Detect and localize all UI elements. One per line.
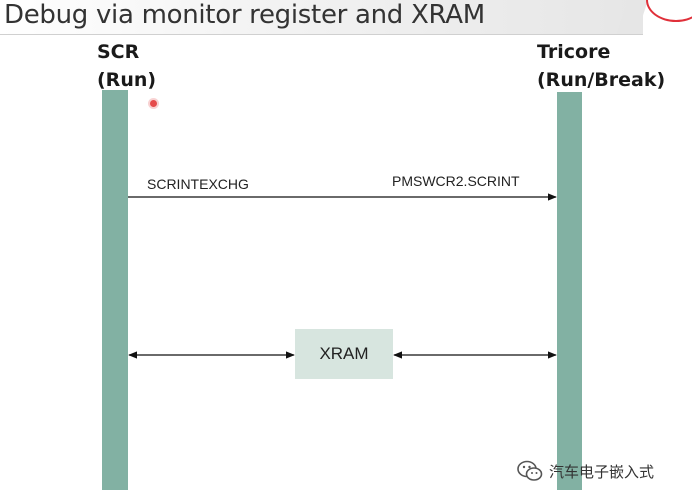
message-left-label: SCRINTEXCHG: [147, 176, 249, 192]
message-right-label: PMSWCR2.SCRINT: [392, 173, 520, 189]
scr-lifeline: [102, 90, 128, 490]
title-band: [0, 0, 643, 35]
pointer-dot: [150, 100, 157, 107]
wechat-icon: [517, 460, 543, 481]
tricore-lifeline: [557, 92, 582, 490]
actor-tricore-name: Tricore: [537, 41, 611, 63]
xram-block: XRAM: [295, 329, 393, 379]
actor-tricore-state: (Run/Break): [537, 69, 666, 91]
actor-scr-label: SCR (Run): [97, 38, 156, 94]
actor-tricore-label: Tricore (Run/Break): [537, 38, 665, 94]
slide-title: Debug via monitor register and XRAM: [4, 0, 485, 30]
actor-scr-state: (Run): [97, 69, 157, 91]
xram-label: XRAM: [319, 344, 369, 363]
watermark: 汽车电子嵌入式: [517, 460, 654, 482]
actor-scr-name: SCR: [97, 41, 140, 63]
watermark-text: 汽车电子嵌入式: [549, 462, 655, 481]
